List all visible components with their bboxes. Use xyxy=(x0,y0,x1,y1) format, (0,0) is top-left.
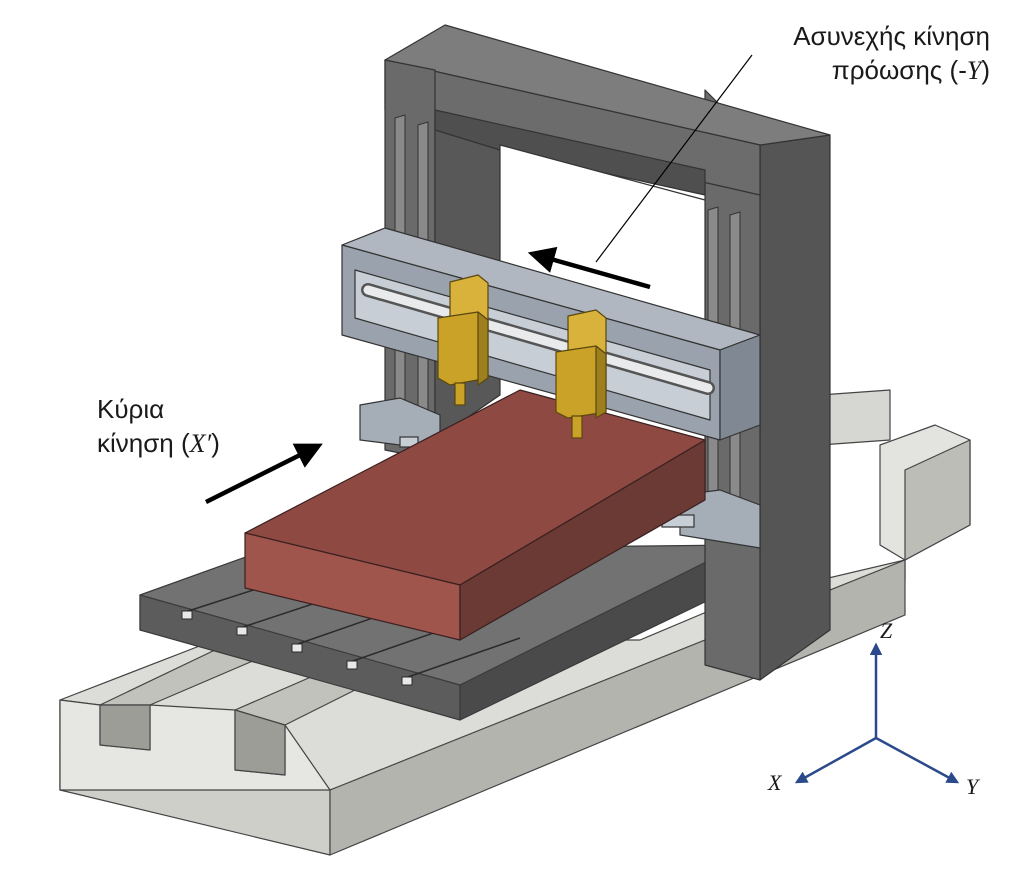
coordinate-axes: Z X Y xyxy=(767,618,981,799)
feed-motion-label-line2: πρόωσης (-Y) xyxy=(831,54,990,85)
x-axis xyxy=(794,736,877,784)
column-carriages xyxy=(359,397,761,549)
main-motion-arrow xyxy=(204,443,323,505)
cross-rail xyxy=(341,227,761,441)
feed-motion-label: Ασυνεχής κίνηση πρόωσης (-Y) xyxy=(793,20,990,88)
main-motion-label: Κύρια κίνηση (X′) xyxy=(97,393,220,461)
workpiece xyxy=(244,389,706,641)
main-motion-label-line1: Κύρια xyxy=(97,394,165,424)
tool-head-right xyxy=(555,309,607,439)
x-axis-label: X xyxy=(767,770,783,795)
tool-head-left xyxy=(437,274,489,406)
main-motion-label-line2: κίνηση (X′) xyxy=(97,427,220,458)
gantry-frame xyxy=(384,24,831,681)
feed-motion-leader-line xyxy=(595,54,753,263)
y-axis-label: Y xyxy=(966,774,981,799)
z-axis-label: Z xyxy=(880,618,893,643)
feed-motion-label-line1: Ασυνεχής κίνηση xyxy=(793,21,990,51)
y-axis xyxy=(875,736,960,784)
feed-motion-arrow xyxy=(527,246,651,290)
